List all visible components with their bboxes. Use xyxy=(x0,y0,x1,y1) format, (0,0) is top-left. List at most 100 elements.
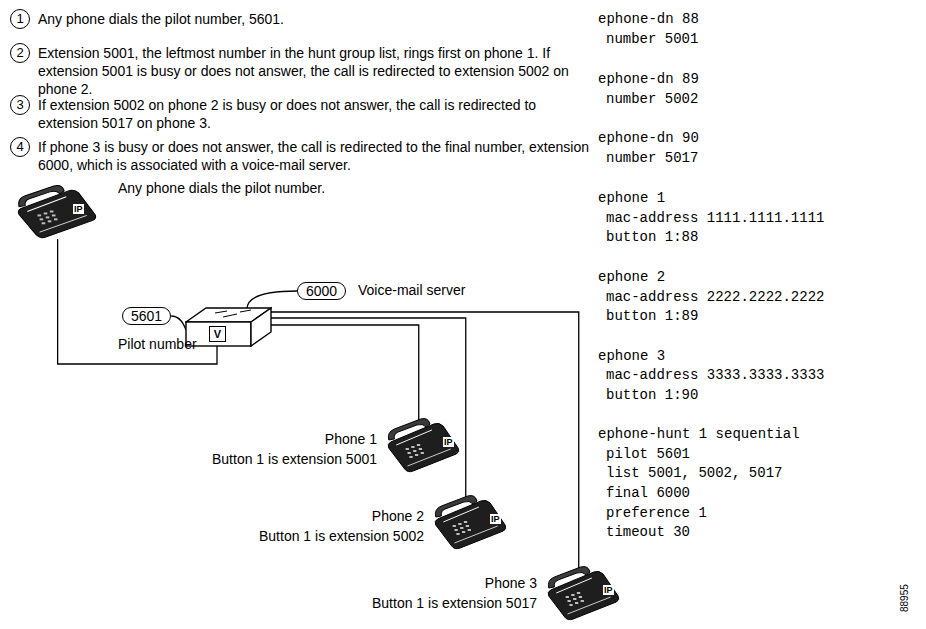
config-line: ephone-dn 90 xyxy=(598,129,699,147)
ip-badge: IP xyxy=(443,437,454,447)
phone-key xyxy=(456,533,459,535)
phone-highlight xyxy=(568,597,611,614)
cable-line xyxy=(247,291,297,309)
config-line: button 1:90 xyxy=(606,386,698,404)
phone-key xyxy=(569,604,572,606)
voicemail-caption: Voice-mail server xyxy=(358,281,465,299)
voice-router: V xyxy=(185,306,272,347)
phone-highlight xyxy=(27,197,66,212)
config-line: preference 1 xyxy=(606,504,707,522)
phone-key xyxy=(417,444,420,446)
phone-key xyxy=(577,592,580,594)
ip-phone: Any phone dials the pilot number.IP xyxy=(15,185,97,239)
callout-number: 1 xyxy=(10,9,30,29)
phone-key xyxy=(468,529,471,531)
bubble-number: 6000 xyxy=(306,283,337,299)
ip-phone: Phone 2Button 1 is extension 5002IP xyxy=(432,495,507,550)
cable-line xyxy=(171,316,186,330)
ip-badge: IP xyxy=(490,514,501,524)
ip-phone: Phone 1Button 1 is extension 5001IP xyxy=(385,418,460,473)
config-line: ephone-dn 88 xyxy=(598,10,699,28)
pilot-caption: Pilot number xyxy=(118,335,197,353)
phone-key xyxy=(579,596,582,598)
phone-key xyxy=(54,218,58,220)
phone-key xyxy=(566,596,569,598)
phone-key xyxy=(458,523,461,525)
phone-key xyxy=(421,452,424,454)
router-v-badge: V xyxy=(209,326,226,342)
phone-key xyxy=(409,456,412,458)
config-line: mac-address 1111.1111.1111 xyxy=(606,209,824,227)
phone-key xyxy=(460,527,463,529)
phone-key xyxy=(453,525,456,527)
phone-highlight xyxy=(443,507,479,522)
config-line: button 1:88 xyxy=(606,228,698,246)
config-line: ephone 1 xyxy=(598,189,665,207)
config-line: pilot 5601 xyxy=(606,445,690,463)
cable-line xyxy=(271,318,466,499)
phone-label: Any phone dials the pilot number. xyxy=(118,179,325,197)
phone-key xyxy=(46,216,50,218)
phone-key xyxy=(573,598,576,600)
phone-key xyxy=(413,450,416,452)
ip-phone-icon xyxy=(15,185,97,239)
config-line: ephone 2 xyxy=(598,268,665,286)
phone-key xyxy=(464,521,467,523)
phone-key xyxy=(408,452,411,454)
phone-extension-label: Button 1 is extension 5002 xyxy=(259,527,424,545)
phone-key xyxy=(411,446,414,448)
phone-key xyxy=(44,212,48,214)
callout-number: 2 xyxy=(10,43,30,63)
phone-handset xyxy=(19,186,65,207)
config-line: final 6000 xyxy=(606,484,690,502)
phone-key xyxy=(42,222,46,224)
phone-highlight xyxy=(455,526,498,543)
phone-key xyxy=(455,529,458,531)
config-line: number 5017 xyxy=(606,149,698,167)
phone-key xyxy=(581,600,584,602)
phone-label: Phone 2 xyxy=(372,507,424,525)
config-line: number 5002 xyxy=(606,90,698,108)
step-text: If phone 3 is busy or does not answer, t… xyxy=(38,138,590,174)
cable-line xyxy=(271,325,419,422)
router-side xyxy=(251,308,271,346)
phone-handset xyxy=(388,419,430,440)
cable-line xyxy=(58,239,217,364)
phone-key xyxy=(415,454,418,456)
phone-extension-label: Button 1 is extension 5001 xyxy=(212,450,377,468)
phone-key xyxy=(38,214,42,216)
phone-key xyxy=(40,218,44,220)
phone-key xyxy=(466,525,469,527)
number-bubble: 5601 xyxy=(122,307,171,325)
step-text: If extension 5002 on phone 2 is busy or … xyxy=(38,96,590,132)
ip-badge: IP xyxy=(603,585,614,595)
phone-key xyxy=(419,448,422,450)
bubble-number: 5601 xyxy=(131,308,162,324)
config-line: mac-address 3333.3333.3333 xyxy=(606,366,824,384)
config-line: ephone-dn 89 xyxy=(598,70,699,88)
config-line: number 5001 xyxy=(606,30,698,48)
config-line: list 5001, 5002, 5017 xyxy=(606,464,782,482)
phone-key xyxy=(406,448,409,450)
phone-highlight xyxy=(408,449,451,466)
phone-label: Phone 1 xyxy=(325,430,377,448)
step-text: Any phone dials the pilot number, 5601. xyxy=(38,10,590,28)
ip-badge: IP xyxy=(73,204,84,214)
phone-extension-label: Button 1 is extension 5017 xyxy=(372,594,537,612)
config-line: mac-address 2222.2222.2222 xyxy=(606,288,824,306)
phone-key xyxy=(568,600,571,602)
phone-key xyxy=(571,594,574,596)
phone-highlight xyxy=(40,215,87,232)
number-bubble: 6000 xyxy=(297,282,346,300)
phone-handset xyxy=(435,496,477,517)
phone-key xyxy=(462,531,465,533)
phone-handset xyxy=(548,567,590,588)
callout-number: 4 xyxy=(10,137,30,157)
phone-label: Phone 3 xyxy=(485,574,537,592)
config-line: button 1:89 xyxy=(606,307,698,325)
phone-key xyxy=(50,211,54,213)
figure-number: 88955 xyxy=(896,584,914,612)
ip-phone: Phone 3Button 1 is extension 5017IP xyxy=(545,566,620,621)
phone-key xyxy=(48,220,52,222)
